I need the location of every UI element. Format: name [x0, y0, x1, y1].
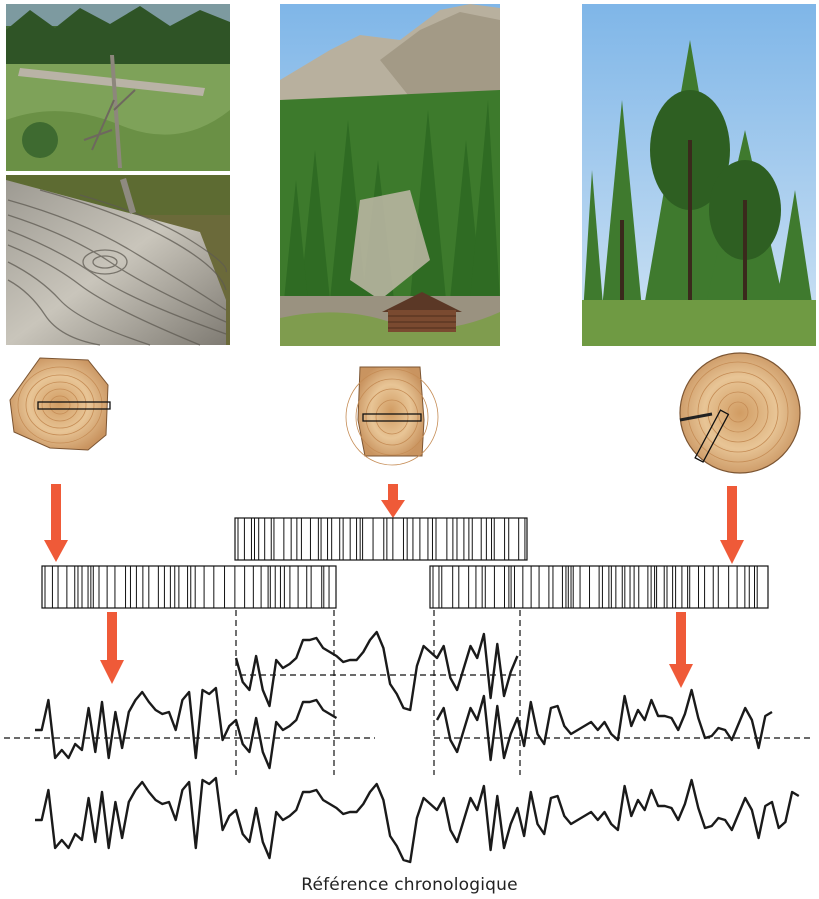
ring-width-barcode	[41, 565, 337, 609]
chronology-caption: Référence chronologique	[301, 875, 518, 895]
photo-dead-trunks	[6, 4, 230, 171]
arrow-down	[44, 484, 68, 562]
photo-living-larches	[582, 4, 816, 346]
arrow-down	[381, 484, 405, 518]
sample-beam-section	[345, 366, 439, 466]
reference-chronology-curve	[35, 776, 800, 864]
beam-curve	[234, 630, 519, 712]
ring-width-barcode	[429, 565, 769, 609]
arrow-down	[720, 486, 744, 564]
sample-living-tree-section	[679, 352, 801, 474]
arrow-down	[669, 612, 693, 688]
core-sample-rect	[362, 413, 422, 422]
core-sample-rect	[37, 401, 111, 410]
living-tree-curve	[435, 688, 773, 762]
photo-chalet-forest	[280, 4, 500, 346]
core-sample-rect	[694, 409, 730, 463]
arrow-down	[100, 612, 124, 684]
ring-width-barcode	[234, 517, 528, 561]
dead-wood-curve	[35, 686, 338, 770]
photo-log-closeup	[6, 175, 230, 346]
sample-dead-wood-section	[9, 357, 111, 451]
